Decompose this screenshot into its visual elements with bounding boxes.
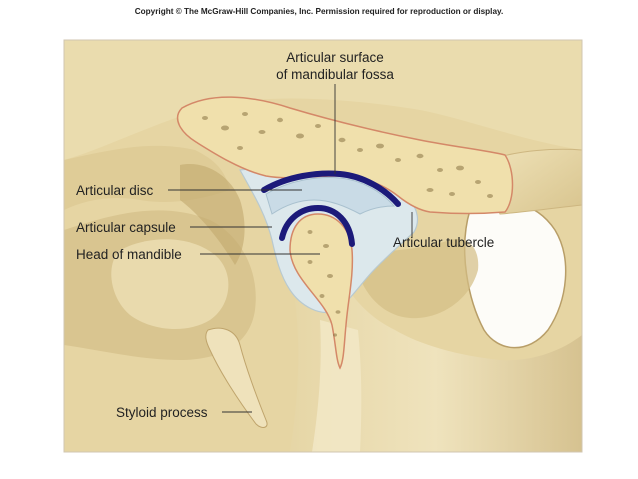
label-articular-surface-line2: of mandibular fossa (276, 67, 394, 82)
copyright-notice: Copyright © The McGraw-Hill Companies, I… (134, 7, 504, 16)
label-styloid-process: Styloid process (116, 405, 208, 420)
skull-upper-region (64, 40, 582, 160)
articular-disc (265, 177, 396, 215)
temporal-bone-section (176, 96, 514, 215)
label-articular-capsule: Articular capsule (76, 220, 176, 235)
fossa-cartilage (261, 170, 401, 207)
ramus-highlight (312, 320, 362, 452)
mandible-ramus (290, 285, 582, 452)
marrow-texture (202, 112, 493, 337)
mastoid-highlight (111, 239, 229, 330)
leader-lines (168, 84, 413, 413)
mandible-head-section (289, 213, 354, 370)
label-articular-surface-line1: Articular surface (286, 50, 384, 65)
infratemporal-shadow (360, 239, 479, 319)
left-shadow-fold (180, 164, 245, 265)
label-head-of-mandible: Head of mandible (76, 247, 182, 262)
label-articular-disc: Articular disc (76, 183, 154, 198)
styloid-process-shape (205, 327, 268, 428)
illustration-frame (63, 39, 583, 453)
label-articular-tubercle: Articular tubercle (393, 235, 494, 250)
head-cartilage (279, 204, 355, 247)
